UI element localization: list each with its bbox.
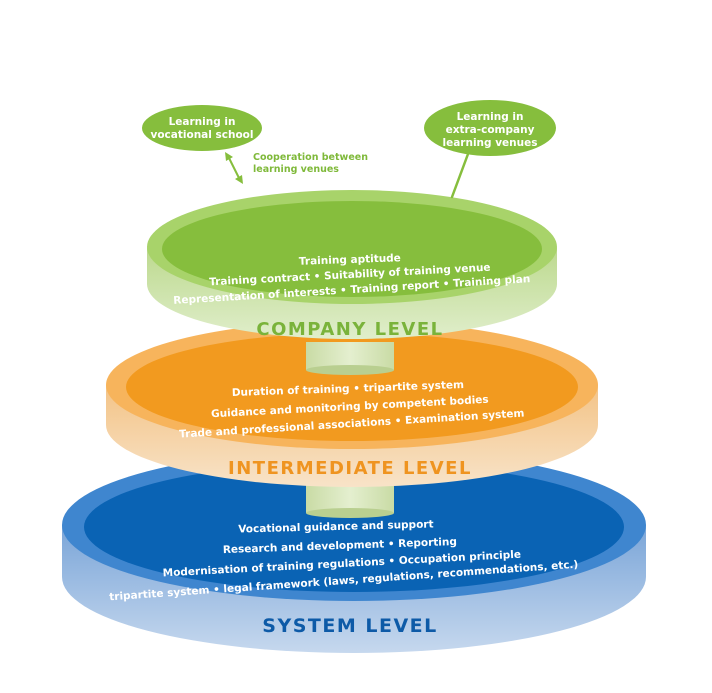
cooperation-line-1: Cooperation between — [253, 152, 368, 163]
system-level-label: SYSTEM LEVEL — [262, 615, 437, 637]
company-level-label: COMPANY LEVEL — [256, 319, 443, 340]
bubble-extra-company: Learning in extra-company learning venue… — [424, 100, 556, 156]
company-line-1: Training aptitude — [299, 252, 401, 268]
system-line-1: Vocational guidance and support — [238, 518, 434, 535]
bubble-extra-company-line-1: Learning in — [457, 111, 524, 123]
cooperation-line-2: learning venues — [253, 164, 339, 175]
system-disc-top — [84, 462, 624, 592]
bubble-vocational-school: Learning in vocational school — [142, 105, 262, 151]
bubble-extra-company-line-3: learning venues — [443, 137, 538, 149]
intermediate-level-label: INTERMEDIATE LEVEL — [228, 458, 472, 479]
cooperation-arrow-icon — [225, 152, 243, 184]
company-level-disc: Training aptitude Training contract • Su… — [147, 190, 557, 340]
intermediate-disc-top — [126, 333, 578, 441]
intermediate-level-disc: Duration of training • tripartite system… — [106, 321, 598, 487]
pillar-system-intermediate-base — [306, 508, 394, 518]
bubble-extra-company-shape — [424, 100, 556, 156]
bubble-extra-company-line-2: extra-company — [446, 124, 535, 136]
system-level-disc: Vocational guidance and support Research… — [62, 449, 646, 653]
bubble-vocational-school-shape — [142, 105, 262, 151]
bubble-vocational-school-line-2: vocational school — [151, 129, 254, 141]
extra-company-connector — [450, 152, 470, 199]
company-disc-top — [162, 201, 542, 297]
bubble-vocational-school-line-1: Learning in — [169, 116, 236, 128]
pillar-intermediate-company-base — [306, 365, 394, 375]
